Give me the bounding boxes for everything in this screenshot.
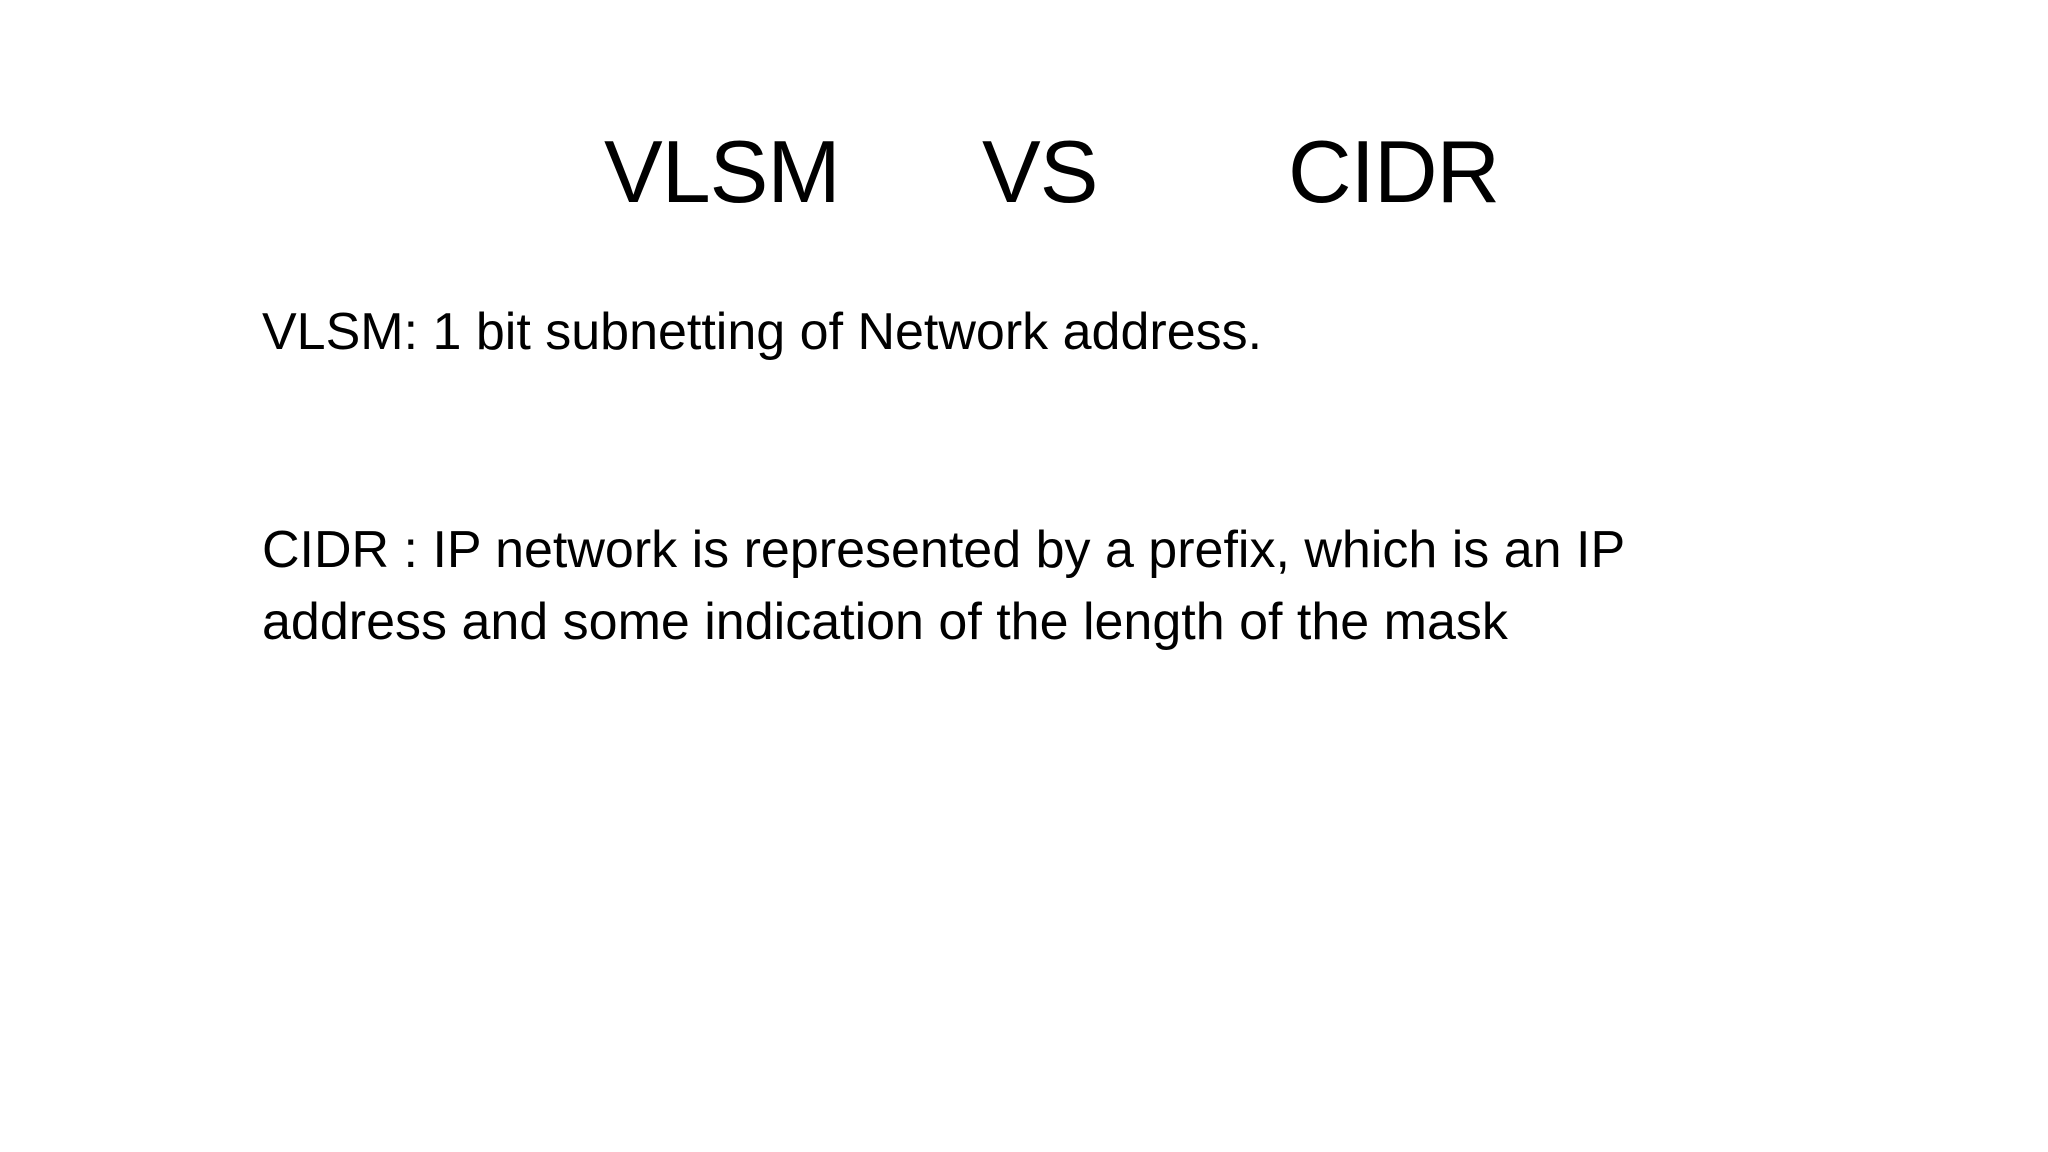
cidr-definition: CIDR : IP network is represented by a pr…: [262, 514, 1822, 658]
title-vlsm: VLSM: [604, 122, 841, 221]
title-cidr: CIDR: [1288, 122, 1500, 221]
vlsm-definition-line: VLSM: 1 bit subnetting of Network addres…: [262, 303, 1263, 361]
title-vs: VS: [982, 122, 1098, 221]
vlsm-definition: VLSM: 1 bit subnetting of Network addres…: [262, 296, 1822, 368]
cidr-definition-line-1: CIDR : IP network is represented by a pr…: [262, 521, 1626, 579]
cidr-definition-line-2: address and some indication of the lengt…: [262, 593, 1508, 651]
